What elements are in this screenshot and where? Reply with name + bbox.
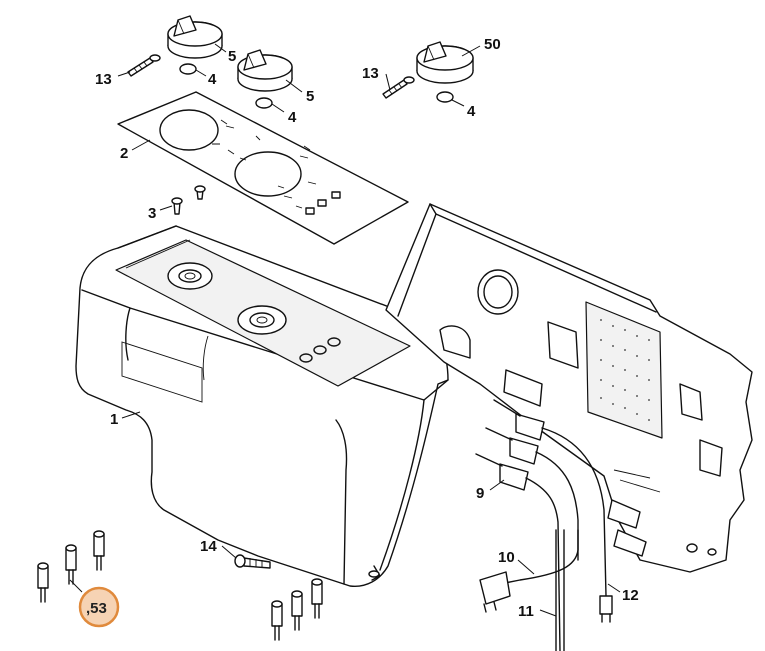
label-10: 10: [498, 549, 515, 566]
control-knob-part-50: [416, 41, 474, 84]
sensor-probe-part-12: [599, 595, 613, 623]
label-3: 3: [148, 205, 156, 222]
label-4c: 4: [467, 103, 476, 120]
label-13a: 13: [95, 71, 112, 88]
o-ring-part-4-middle: [255, 97, 273, 109]
indicator-lamps-part-53-left: [37, 530, 105, 603]
o-ring-part-4-left: [179, 63, 197, 75]
screw-part-14: [234, 554, 271, 569]
control-panel-plate-part-2: [117, 91, 409, 245]
label-4b: 4: [288, 109, 297, 126]
thermostat-clips-part-9: [499, 413, 545, 491]
mounting-frame: [385, 203, 753, 573]
label-4a: 4: [208, 71, 217, 88]
highlight-circle: [78, 586, 120, 628]
screw-part-13-right: [382, 76, 415, 99]
housing-part-1: [75, 225, 449, 587]
label-11: 11: [518, 603, 534, 620]
indicator-lamps-part-53-right: [271, 578, 323, 641]
label-13b: 13: [362, 65, 379, 82]
o-ring-part-4-right: [436, 91, 454, 103]
capillary-tubes: [475, 399, 607, 651]
label-14: 14: [200, 538, 217, 555]
label-2: 2: [120, 145, 128, 162]
label-9: 9: [476, 485, 484, 502]
highlight-label-53: ,53: [86, 600, 107, 617]
screw-part-13-left: [127, 54, 161, 77]
label-50: 50: [484, 36, 501, 53]
label-1: 1: [110, 411, 118, 428]
label-5a: 5: [228, 48, 236, 65]
sensor-rod-part-11: [555, 529, 565, 651]
screw-part-3: [171, 185, 206, 215]
control-knob-part-5-middle: [237, 49, 293, 92]
control-knob-part-5-left: [167, 15, 223, 59]
leader-lines: [69, 43, 621, 617]
cable-part-10: [479, 529, 579, 613]
highlight-callout-53[interactable]: ,53: [78, 586, 120, 628]
label-12: 12: [622, 587, 639, 604]
label-5b: 5: [306, 88, 314, 105]
